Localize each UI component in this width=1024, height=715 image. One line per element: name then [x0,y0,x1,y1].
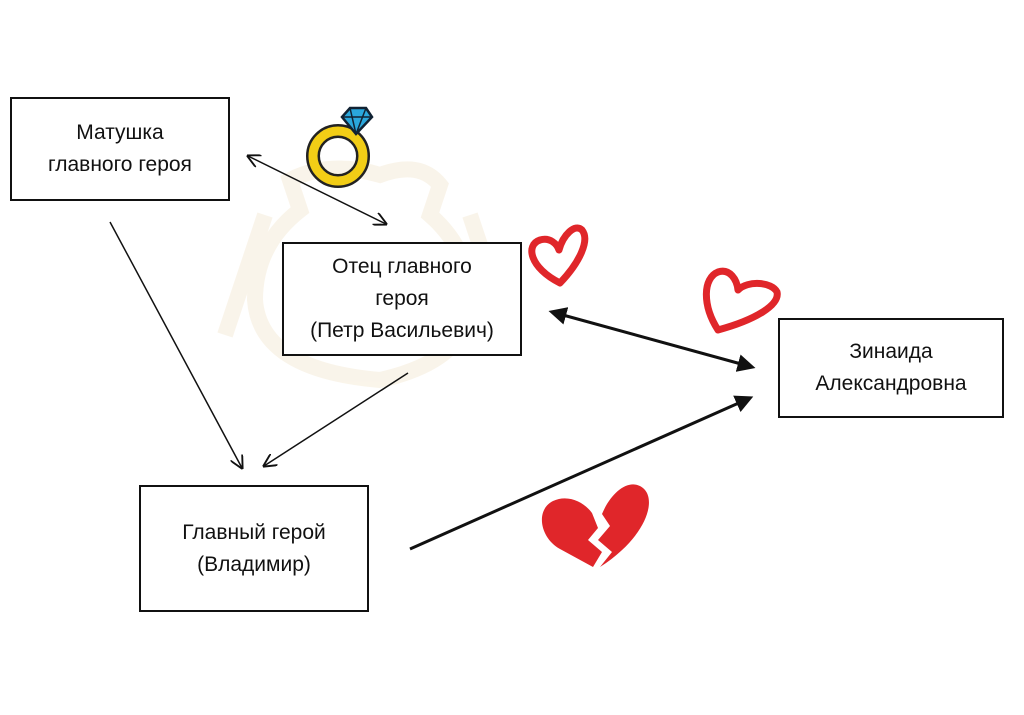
edge-hero-zinaida [409,395,754,551]
node-hero-line-2: (Владимир) [197,552,311,576]
ring-icon [306,106,374,188]
node-zinaida-line-1: Зинаида [849,340,933,363]
node-father-line-2: героя [375,287,429,310]
edge-father-zinaida [548,307,756,372]
node-father-line-3: (Петр Васильевич) [310,319,494,342]
node-zinaida: Зинаида Александровна [778,318,1004,418]
edge-mother-father [248,156,386,224]
heart-icon [702,267,781,334]
edge-father-hero [264,372,409,466]
node-mother: Матушка главного героя [10,97,230,201]
node-mother-line-2: главного героя [48,153,192,176]
node-father: Отец главного героя (Петр Васильевич) [282,242,522,356]
node-hero: Главный герой (Владимир) [139,485,369,612]
node-hero-line-1: Главный герой [182,520,326,544]
broken-heart-icon [541,484,649,567]
node-zinaida-line-2: Александровна [815,372,967,395]
heart-icon [528,224,589,287]
node-father-line-1: Отец главного [332,255,472,278]
edge-mother-hero [109,221,242,468]
node-mother-line-1: Матушка [76,121,164,144]
